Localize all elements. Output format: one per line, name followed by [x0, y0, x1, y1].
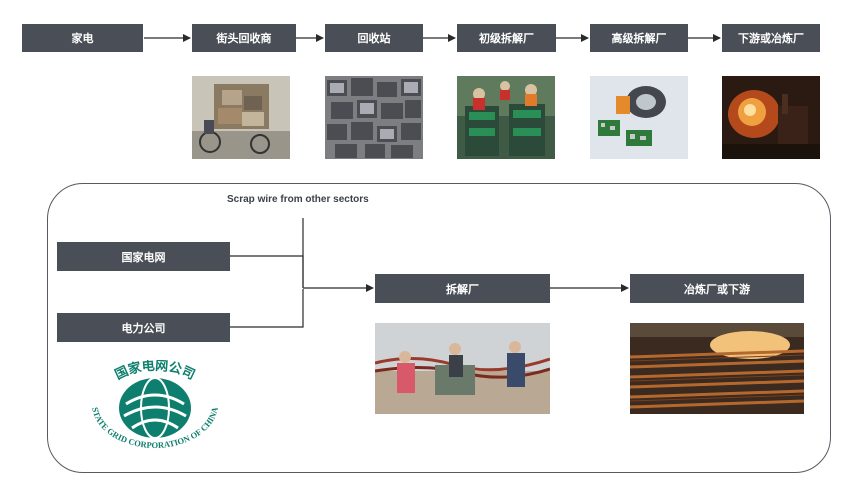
stage-label: 高级拆解厂: [611, 32, 667, 45]
wire-flow-panel: [47, 183, 831, 473]
stage-household: 家电: [22, 24, 143, 52]
primary-dismantler-photo: [457, 76, 555, 159]
scrap-wire-note: Scrap wire from other sectors: [227, 194, 369, 205]
stage-label: 下游或冶炼厂: [738, 32, 804, 45]
stage-label: 初级拆解厂: [479, 32, 534, 45]
stage-label: 家电: [71, 32, 94, 45]
dismantler-box: 拆解厂: [375, 274, 550, 303]
stage-smelter: 下游或冶炼厂: [722, 24, 820, 52]
stage-recycling-station: 回收站: [325, 24, 423, 52]
dismantler-label: 拆解厂: [446, 282, 479, 296]
globe-icon: [119, 377, 191, 439]
source-label: 国家电网: [121, 250, 166, 264]
source-state-grid: 国家电网: [57, 242, 230, 271]
recycling-station-photo: [325, 76, 423, 159]
state-grid-logo: 国家电网公司 STATE GRID CORPORATION OF CHINA: [76, 358, 234, 452]
source-label: 电力公司: [121, 321, 166, 335]
smelter-photo: [722, 76, 820, 159]
advanced-dismantler-photo: [590, 76, 688, 159]
smelter-label: 冶炼厂或下游: [684, 282, 750, 296]
smelter-box: 冶炼厂或下游: [630, 274, 804, 303]
stage-advanced-dismantler: 高级拆解厂: [590, 24, 688, 52]
connector-power-company: [230, 289, 304, 328]
wire-dismantling-photo: [375, 323, 550, 414]
stage-street-collector: 街头回收商: [192, 24, 296, 52]
stage-label: 街头回收商: [216, 32, 272, 45]
street-collector-photo: [192, 76, 290, 159]
stage-label: 回收站: [357, 32, 391, 45]
stage-primary-dismantler: 初级拆解厂: [457, 24, 556, 52]
copper-rod-photo: [630, 323, 804, 414]
source-power-company: 电力公司: [57, 313, 230, 342]
